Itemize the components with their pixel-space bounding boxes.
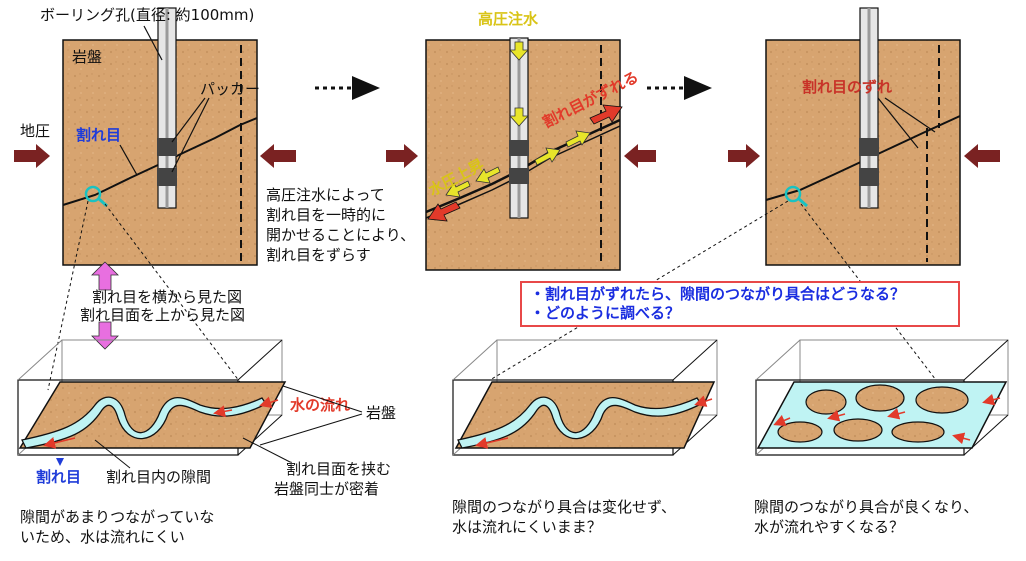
question-1: ・割れ目がずれたら、隙間のつながり具合はどうなる？ <box>530 285 905 303</box>
water-flow-arrows <box>43 393 1001 449</box>
label-fracture-bottom: 割れ目 <box>36 468 81 486</box>
label-borehole: ボーリング孔(直径: 約100mm) <box>40 6 254 24</box>
slip-arrow-upper <box>589 104 623 125</box>
label-bedrock-top: 岩盤 <box>72 48 102 66</box>
label-fracture: 割れ目 <box>76 126 121 144</box>
process-text-2: 割れ目を一時的に <box>266 206 386 224</box>
label-gap-inside: 割れ目内の隙間 <box>106 468 211 486</box>
caption-right-1: 隙間のつながり具合が良くなり、 <box>754 498 978 516</box>
magnifier-icon-right <box>784 185 808 208</box>
process-text-1: 高圧注水によって <box>266 186 385 204</box>
packer-upper <box>157 138 177 156</box>
fracture-surface-panel-initial <box>17 339 287 456</box>
label-bedrock: 岩盤 <box>366 404 396 422</box>
fracture-surface-panel-unchanged <box>452 339 718 456</box>
caption-left-2: いため、水は流れにくい <box>20 528 185 546</box>
question-2: ・どのように調べる？ <box>530 304 680 322</box>
injection-arrows <box>445 41 591 198</box>
caption-right-2: 水が流れやすくなる？ <box>754 518 904 536</box>
label-contact-2: 岩盤同士が密着 <box>274 480 379 498</box>
process-text-4: 割れ目をずらす <box>266 246 371 264</box>
slip-arrow-lower <box>427 201 461 222</box>
caption-left-1: 隙間があまりつながっていな <box>20 508 214 526</box>
caption-mid-1: 隙間のつながり具合は変化せず、 <box>452 498 676 516</box>
label-packer: パッカー <box>200 80 260 98</box>
rock-block-initial <box>62 7 258 266</box>
question-box <box>520 281 960 327</box>
process-text-3: 開かせることにより、 <box>266 226 415 244</box>
view-arrow-down <box>91 321 119 350</box>
caption-mid-2: 水は流れにくいまま？ <box>452 518 602 536</box>
label-contact-1: 割れ目面を挟む <box>286 460 391 478</box>
earth-pressure-arrow-left-1 <box>14 144 50 168</box>
label-high-pressure-injection: 高圧注水 <box>478 10 539 28</box>
label-side-view: 割れ目を横から見た図 <box>92 288 242 306</box>
rock-block-injection <box>425 37 623 271</box>
label-top-view: 割れ目面を上から見た図 <box>80 306 245 324</box>
rock-block-slipped <box>765 7 961 266</box>
label-water-flow: 水の流れ <box>290 396 350 414</box>
view-arrow-up <box>91 261 119 291</box>
label-earth-pressure: 地圧 <box>20 122 50 140</box>
packer-lower <box>157 168 177 186</box>
fracture-surface-panel-connected <box>755 339 1009 456</box>
label-fracture-slip: 割れ目のずれ <box>802 78 892 96</box>
earth-pressure-arrow-right-1 <box>260 144 296 168</box>
